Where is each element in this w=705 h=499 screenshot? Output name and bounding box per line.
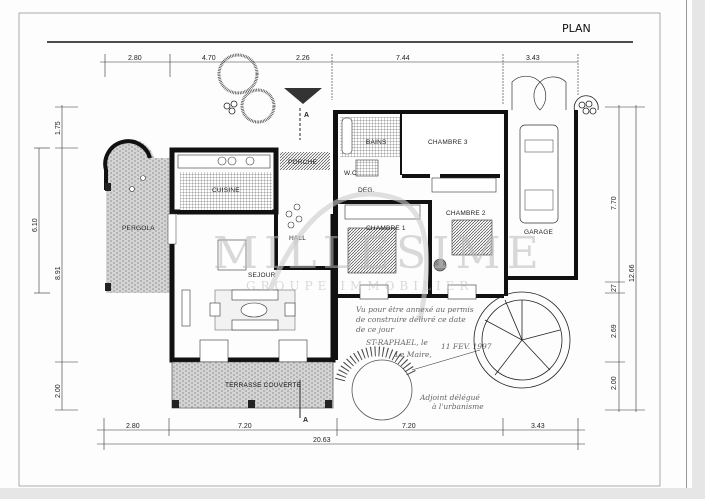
- room-label-sejour: SEJOUR: [248, 272, 276, 279]
- room-label-garage: GARAGE: [524, 229, 553, 236]
- flower-pot-icon: [223, 100, 238, 115]
- flower-pot-garage-icon: [573, 95, 599, 115]
- room-label-cuisine: CUISINE: [212, 187, 240, 194]
- dim-top-5: 3.43: [526, 55, 540, 62]
- bed-chambre1-icon: [347, 227, 397, 274]
- window-door-icon: [359, 284, 389, 300]
- wc-room: [355, 159, 379, 177]
- window-door-icon: [199, 339, 229, 363]
- dining-table-icon: [217, 239, 247, 271]
- closet-icon: [431, 177, 497, 193]
- dim-right-total: 12.66: [629, 264, 636, 282]
- stamp-line3: de ce jour: [356, 325, 394, 334]
- dim-right-4: 2.00: [611, 376, 618, 390]
- outer-frame: [18, 12, 661, 487]
- stamp-line1: Vu pour être annexé au permis: [356, 305, 474, 314]
- municipal-seal-icon: [351, 359, 413, 421]
- room-label-bains: BAINS: [366, 139, 387, 146]
- dim-bottom-3: 7.20: [402, 423, 416, 430]
- dim-top-1: 2.80: [128, 55, 142, 62]
- armchair-icon: [209, 302, 221, 317]
- stamp-line2: de construire délivré ce date: [356, 315, 466, 324]
- garage-door-icon: [511, 75, 567, 111]
- watermark-brand: MILLESIME: [213, 228, 545, 279]
- top-dimension-line: [100, 54, 579, 105]
- car-icon: [519, 124, 559, 224]
- dim-top-2: 4.70: [202, 55, 216, 62]
- room-label-chambre1: CHAMBRE 1: [366, 225, 406, 232]
- dim-right-3: 2.69: [611, 324, 618, 338]
- plant-icon: [433, 258, 447, 272]
- fireplace-icon: [181, 289, 191, 327]
- garden-chairs-icon: [129, 175, 146, 192]
- window-door-icon: [278, 339, 308, 363]
- dim-bottom-total: 20.63: [313, 437, 331, 444]
- dim-left-inner: 6.10: [32, 218, 39, 232]
- section-marker-bottom: A: [303, 417, 308, 424]
- hall-plants-icon: [285, 203, 303, 229]
- dim-bottom-2: 7.20: [238, 423, 252, 430]
- tree-icon: [473, 291, 571, 389]
- room-label-terrasse: TERRASSE COUVERTE: [225, 382, 302, 389]
- dim-right-1: 7.70: [611, 196, 618, 210]
- watermark-swoosh: [267, 191, 430, 321]
- kitchen-walls: [169, 147, 279, 215]
- bottom-dimension-lines: [97, 418, 585, 450]
- room-label-pergola: PERGOLA: [122, 225, 155, 232]
- stamp-signatory: Le Maire,: [394, 350, 432, 359]
- kitchen-floor: [180, 172, 272, 210]
- stamp-city: ST-RAPHAEL, le: [366, 338, 428, 347]
- section-arrow-icon: [284, 88, 322, 104]
- porch-floor: [280, 152, 330, 170]
- room-label-porche: PORCHE: [288, 159, 317, 166]
- dim-left-2: 8.91: [55, 266, 62, 280]
- dim-top-4: 7.44: [396, 55, 410, 62]
- shrub-icon: [217, 53, 276, 124]
- dim-left-3: 2.00: [55, 384, 62, 398]
- kitchen-counter: [177, 154, 271, 169]
- room-label-wc: W.C: [344, 170, 357, 177]
- sink-icon: [217, 156, 227, 166]
- bed-chambre2-icon: [451, 219, 493, 256]
- left-dimension-lines: [34, 105, 78, 411]
- bathtub-icon: [341, 117, 353, 155]
- window-door-icon: [447, 284, 477, 300]
- stamp-deleg2: à l'urbanisme: [432, 402, 484, 411]
- dim-top-3: 2.26: [296, 55, 310, 62]
- coffee-table-icon: [240, 302, 268, 318]
- watermark-tagline: GROUPE IMMOBILIER: [246, 279, 473, 293]
- room-label-chambre2: CHAMBRE 2: [446, 210, 486, 217]
- stamp-date: 11 FEV. 1997: [441, 342, 492, 351]
- room-label-deg: DEG.: [358, 187, 375, 194]
- sofa-icon: [231, 289, 279, 301]
- dim-left-1: 1.75: [55, 121, 62, 135]
- right-dimension-lines: [605, 105, 645, 412]
- dim-right-2: 27: [611, 284, 618, 292]
- room-label-chambre3: CHAMBRE 3: [428, 139, 468, 146]
- stamp-deleg1: Adjoint délégué: [419, 393, 480, 402]
- dim-bottom-1: 2.80: [126, 423, 140, 430]
- dim-bottom-4: 3.43: [531, 423, 545, 430]
- garden-steps-icon: [335, 346, 417, 382]
- pergola-floor: [105, 139, 170, 293]
- section-marker-top: A: [304, 112, 309, 119]
- plan-title: PLAN: [562, 22, 591, 35]
- hob-icon: [245, 156, 255, 166]
